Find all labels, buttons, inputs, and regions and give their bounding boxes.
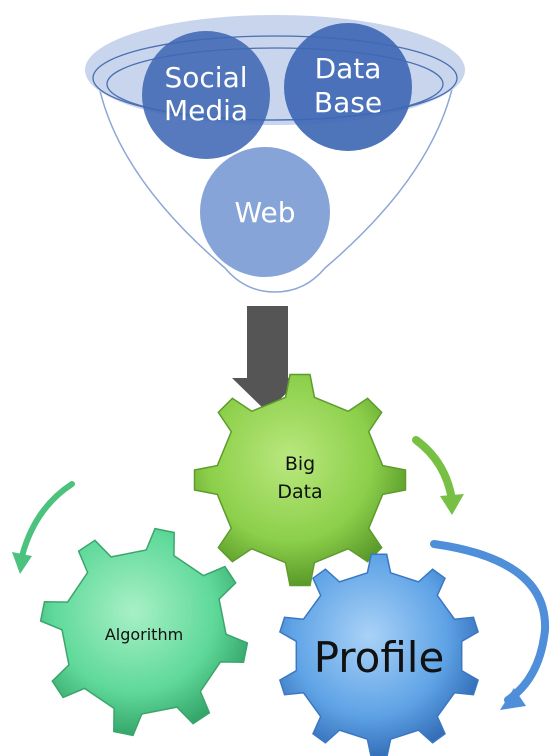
database-label-line1: Data	[315, 52, 382, 85]
social-media-label-line2: Media	[164, 94, 248, 127]
funnel-rim-inner-2	[106, 47, 444, 121]
social-media-label-line1: Social	[164, 61, 247, 94]
gear-big-data: Big Data	[193, 373, 407, 587]
source-circle-web: Web	[200, 147, 330, 277]
big-data-label-line1: Big	[285, 453, 315, 475]
profile-label: Profile	[314, 633, 445, 682]
cycle-arrow-teal	[12, 481, 75, 574]
cycle-arrow-green	[412, 436, 464, 515]
cycle-arrow-blue	[430, 540, 550, 710]
gear-algorithm: Algorithm	[39, 527, 249, 737]
source-circle-database: Data Base	[284, 23, 412, 151]
gear-profile: Profile	[278, 553, 480, 756]
algorithm-label: Algorithm	[105, 625, 183, 644]
web-label: Web	[234, 196, 295, 229]
big-data-label-line2: Data	[277, 481, 322, 503]
source-circle-social-media: Social Media	[142, 31, 270, 159]
down-arrow	[232, 306, 302, 412]
database-label-line2: Base	[314, 86, 382, 119]
